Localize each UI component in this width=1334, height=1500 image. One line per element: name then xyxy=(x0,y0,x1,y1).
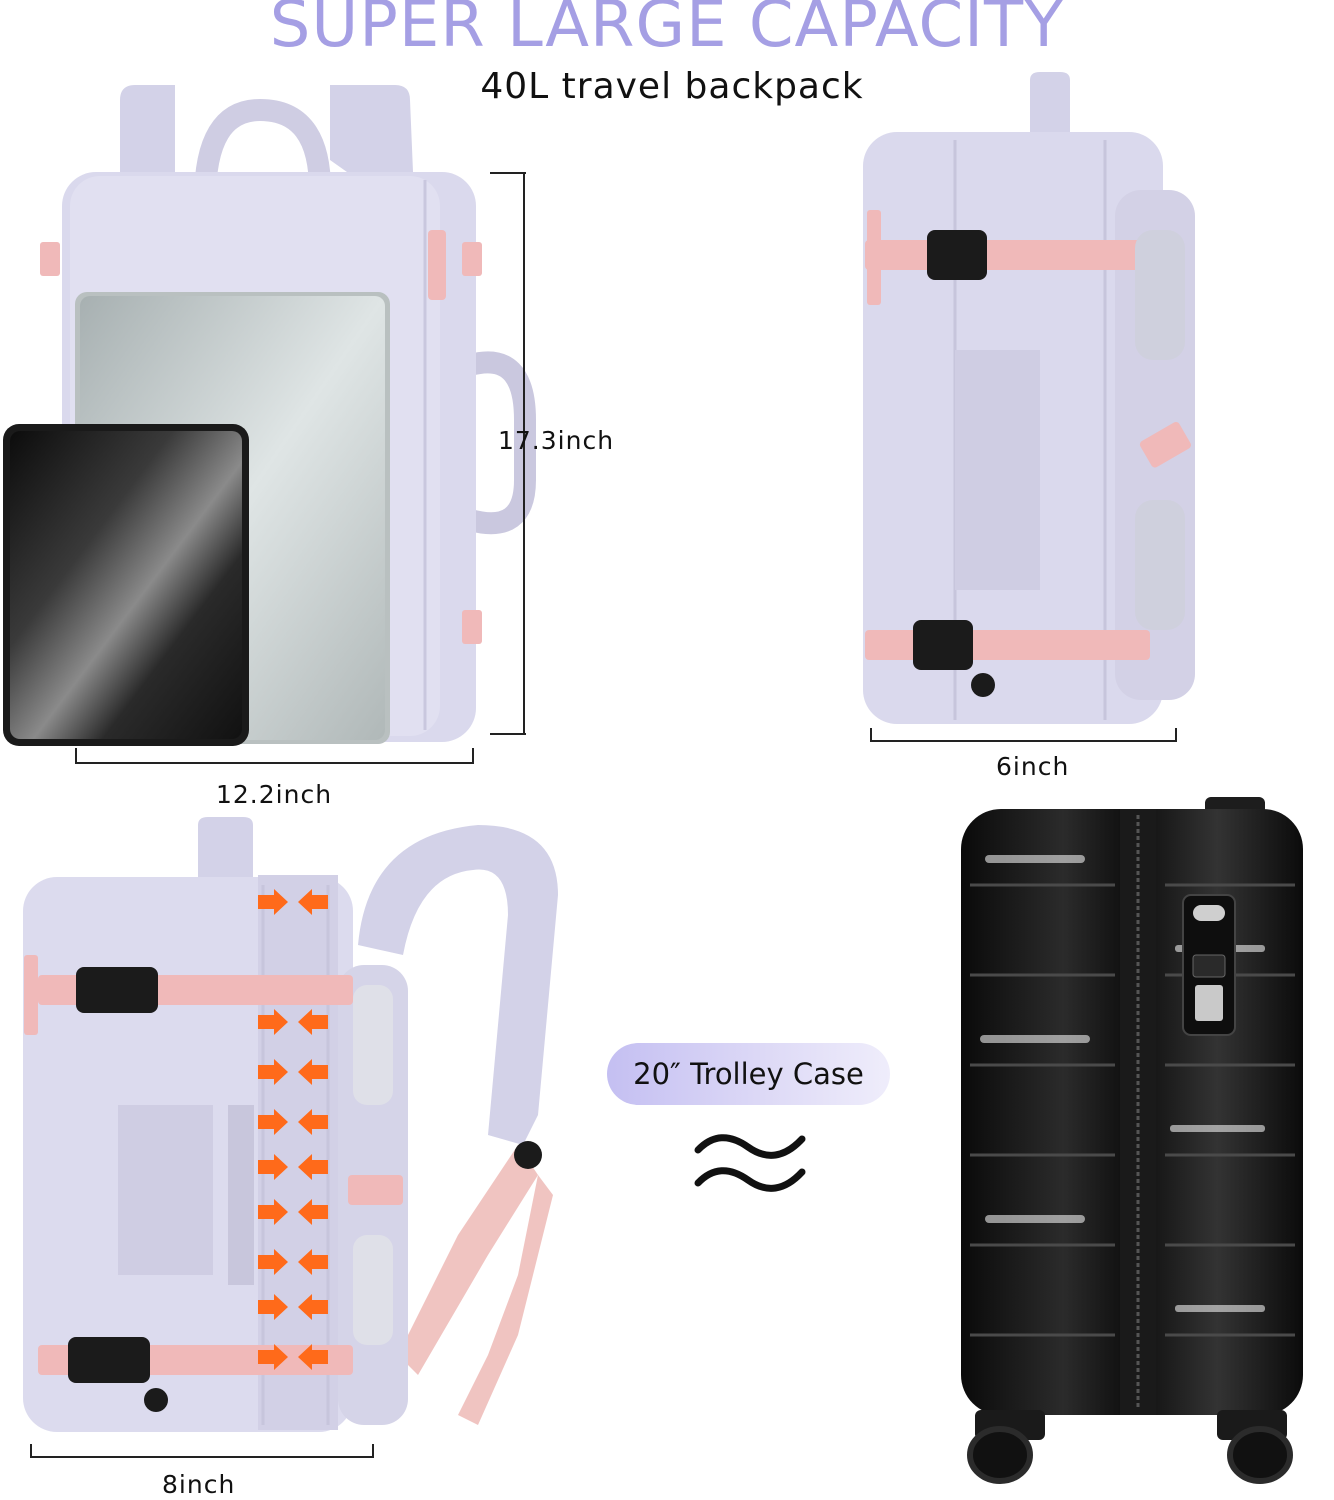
expansion-arrows xyxy=(258,889,328,1370)
side-depth-label: 6inch xyxy=(996,752,1070,781)
backpack-expanded-image xyxy=(23,817,558,1432)
backpack-front-image xyxy=(3,85,536,746)
width-dimension-line xyxy=(75,762,473,764)
backpack-side-image xyxy=(863,72,1195,724)
side-depth-dimension-line xyxy=(870,740,1176,742)
trolley-case-badge: 20″ Trolley Case xyxy=(607,1043,890,1105)
width-label: 12.2inch xyxy=(216,780,333,809)
height-dimension-line xyxy=(523,172,525,734)
headline: SUPER LARGE CAPACITY xyxy=(269,0,1065,62)
expanded-depth-dimension-line xyxy=(30,1456,373,1458)
trolley-case-image xyxy=(961,797,1303,1484)
trolley-case-badge-label: 20″ Trolley Case xyxy=(633,1057,864,1091)
expanded-depth-label: 8inch xyxy=(162,1470,236,1499)
subheadline: 40L travel backpack xyxy=(480,66,864,107)
height-label: 17.3inch xyxy=(498,426,615,455)
approx-equal-icon xyxy=(694,1134,806,1192)
